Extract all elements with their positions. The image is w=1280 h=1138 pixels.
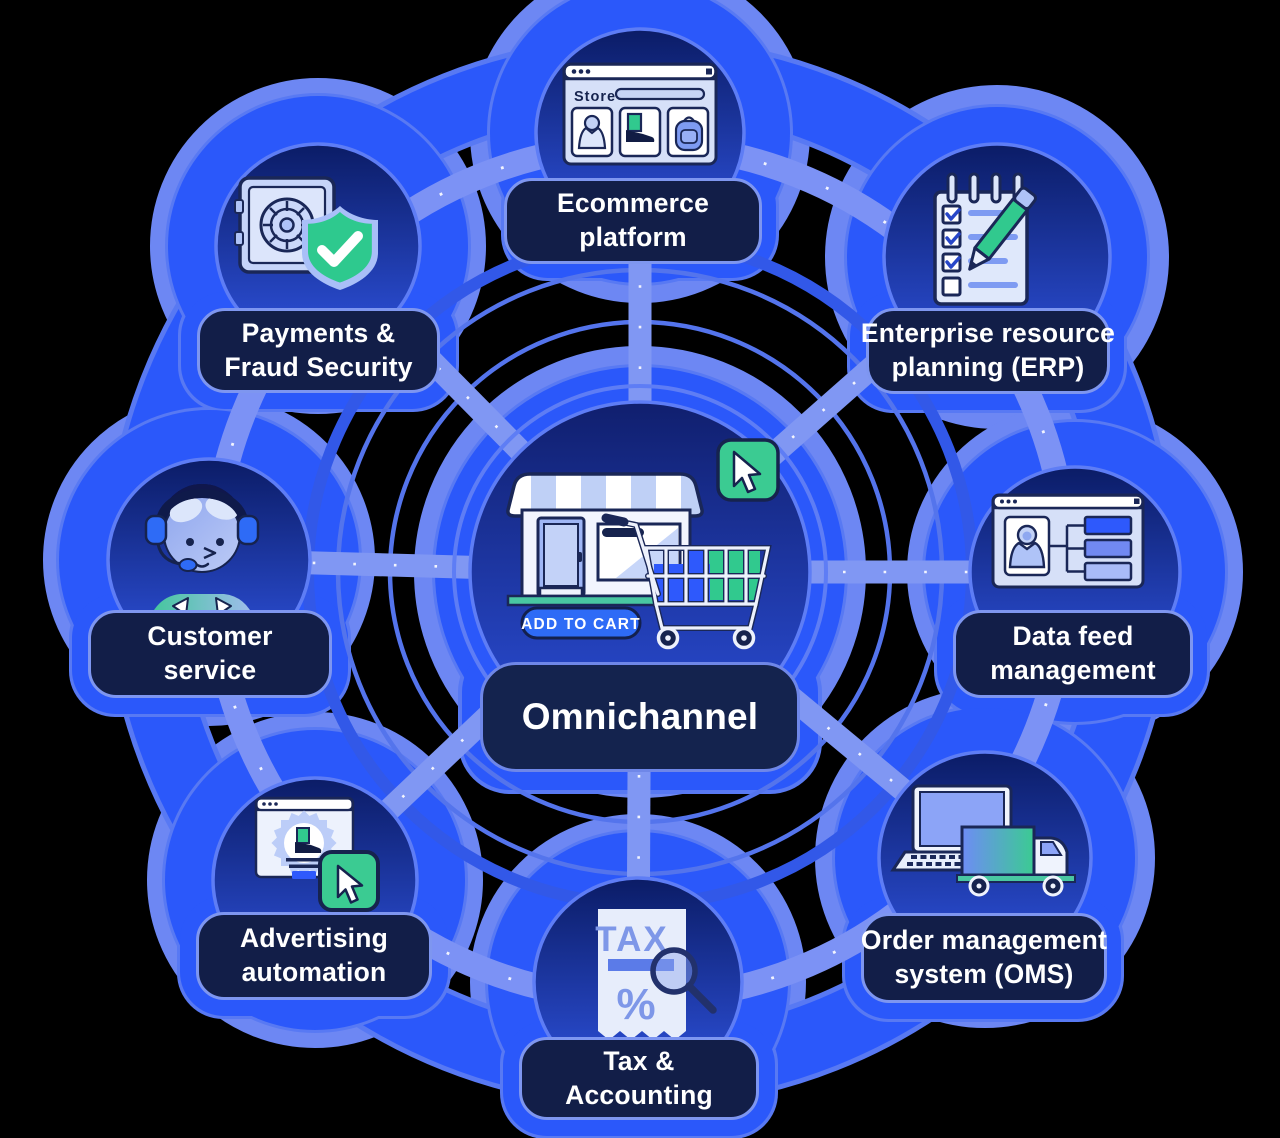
shopping-cart-icon bbox=[601, 513, 772, 650]
node-label-tax-accounting: Tax &Accounting bbox=[519, 1037, 759, 1120]
svg-text:TAX: TAX bbox=[595, 920, 668, 959]
add-to-cart-button: ADD TO CART bbox=[520, 606, 642, 640]
center-label-text: Omnichannel bbox=[521, 696, 759, 738]
tax-receipt-magnifier-icon: TAX % bbox=[595, 909, 717, 1040]
laptop-truck-icon bbox=[890, 784, 1076, 897]
cursor-badge-icon bbox=[318, 850, 380, 912]
center-label-omnichannel: Omnichannel bbox=[480, 662, 800, 772]
svg-text:Store: Store bbox=[574, 89, 616, 105]
storefront-cart-icon: ADD TO CART bbox=[506, 438, 780, 650]
ad-window-cursor-icon bbox=[254, 796, 380, 912]
checklist-pencil-icon bbox=[933, 172, 1037, 306]
svg-text:ADD TO CART: ADD TO CART bbox=[521, 616, 641, 633]
svg-text:%: % bbox=[616, 980, 655, 1029]
store-browser-icon: Store bbox=[562, 62, 718, 166]
cursor-badge-icon bbox=[716, 438, 780, 502]
safe-shield-icon bbox=[234, 176, 378, 290]
node-label-payments-fraud-security: Payments &Fraud Security bbox=[197, 308, 440, 393]
product-data-window-icon bbox=[991, 493, 1145, 589]
